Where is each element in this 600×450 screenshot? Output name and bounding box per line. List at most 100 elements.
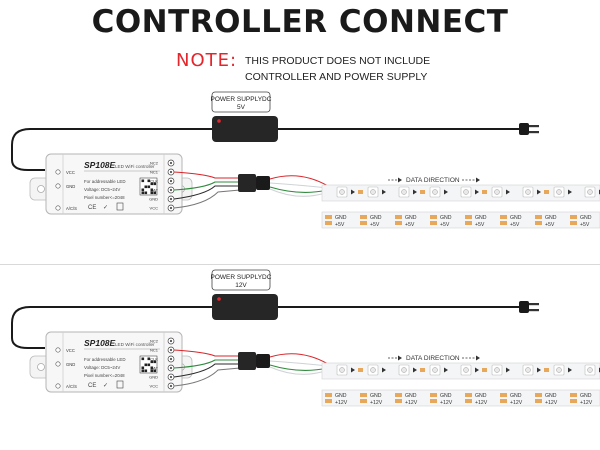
power-supply-voltage: 12V [235,282,247,289]
right-pin: NC1 [150,346,175,354]
pad-voltage-label: +5V [580,222,590,228]
right-pin-label: VCC [150,384,159,389]
led-chip [522,186,534,198]
power-supply-label-text: POWER SUPPLYDC [211,274,272,281]
strip-wires [269,353,329,375]
strip-wires [269,175,329,197]
controller-spec-line-1: For addressable LED [84,357,126,362]
power-indicator-icon [217,297,221,301]
left-pin: A/C/S [55,205,77,211]
left-pin-label: VCC [66,348,75,353]
pad-gnd-label: GND [510,393,522,399]
right-pin-label: NC2 [150,339,159,344]
led-chip [367,364,379,376]
jst-connector [238,174,270,192]
controller-subtitle: LED WiFi controller [115,164,155,169]
arrow-right-icon [537,367,541,373]
pad-gnd-label: GND [405,393,417,399]
jst-connector [238,352,270,370]
arrow-right-icon [351,367,355,373]
pad-voltage-label: +5V [545,222,555,228]
pad-voltage-label: +12V [335,400,348,406]
qr-code-icon [139,177,158,196]
data-direction: DATA DIRECTION [388,177,480,184]
ce-mark-icon: CE [88,383,96,389]
right-pin-label: CLK [150,179,158,184]
right-pin: CLK [150,177,175,185]
led-chip [336,186,348,198]
right-pin: NC2 [150,159,175,167]
controller-spec-line-3: Pixel number<=2048 [84,195,125,200]
right-pin-label: NC1 [150,170,159,175]
pad-gnd-label: GND [335,393,347,399]
power-supply-adapter [212,116,278,142]
note-line-1: THIS PRODUCT DOES NOT INCLUDE [245,55,431,67]
arrow-right-icon [444,189,448,195]
arrow-right-icon [568,189,572,195]
arrow-right-icon [506,367,510,373]
arrow-right-icon [537,189,541,195]
right-pin: NC2 [150,337,175,345]
dc-cable [11,306,212,349]
led-chip [584,364,596,376]
pad-voltage-label: +12V [510,400,523,406]
solder-pad-group: GND+5V [360,215,382,228]
data-direction-label: DATA DIRECTION [406,177,460,184]
led-chip [336,364,348,376]
controller-model: SP108E [84,160,116,170]
solder-pad-group: GND+12V [395,393,418,406]
note-line-2: CONTROLLER AND POWER SUPPLY [245,71,428,83]
led-chip [398,186,410,198]
note-text: THIS PRODUCT DOES NOT INCLUDE CONTROLLER… [245,53,430,85]
controller-wires [173,171,241,209]
cut-pad [420,368,425,372]
led-chip [491,186,503,198]
cut-pad [544,190,549,194]
power-supply-label-text: POWER SUPPLYDC [211,96,272,103]
power-supply-voltage: 5V [237,104,246,111]
solder-pad-group: GND+12V [465,393,488,406]
pad-voltage-label: +5V [475,222,485,228]
solder-pad-group: GND+12V [570,393,593,406]
right-pin-label: CLK [150,357,158,362]
solder-pad-group: GND+5V [325,215,347,228]
led-chip [584,186,596,198]
pad-gnd-label: GND [370,215,382,221]
led-strip-bottom: GND+5VGND+5VGND+5VGND+5VGND+5VGND+5VGND+… [321,211,600,229]
solder-pad-group: GND+12V [325,393,348,406]
qr-code-icon [139,355,158,374]
right-pin-label: GND [149,375,158,380]
left-pin-label: GND [66,184,75,189]
power-indicator-icon [217,119,221,123]
pad-gnd-label: GND [510,215,522,221]
pad-gnd-label: GND [405,215,417,221]
led-chip [553,364,565,376]
led-chip [398,364,410,376]
solder-pad-group: GND+12V [430,393,453,406]
arrow-right-icon [444,367,448,373]
solder-pad-group: GND+5V [535,215,557,228]
right-pin-label: DAT [150,366,158,371]
power-supply-adapter [212,294,278,320]
pad-voltage-label: +5V [510,222,520,228]
right-pin: GND [149,195,175,203]
page-title: CONTROLLER CONNECT [91,4,509,40]
pad-gnd-label: GND [335,215,347,221]
rohs-mark-icon: ✓ [103,383,108,389]
pad-gnd-label: GND [545,393,557,399]
left-pin-label: A/C/S [66,206,77,211]
pad-voltage-label: +12V [475,400,488,406]
solder-pad-group: GND+5V [570,215,592,228]
led-chip [460,186,472,198]
led-strip-top [321,362,600,380]
controller-spec-line-2: Voltage: DC5~24V [84,365,120,370]
section-divider [0,264,600,265]
controller-model: SP108E [84,338,116,348]
right-pin-label: NC1 [150,348,159,353]
left-pin: VCC [55,347,75,353]
